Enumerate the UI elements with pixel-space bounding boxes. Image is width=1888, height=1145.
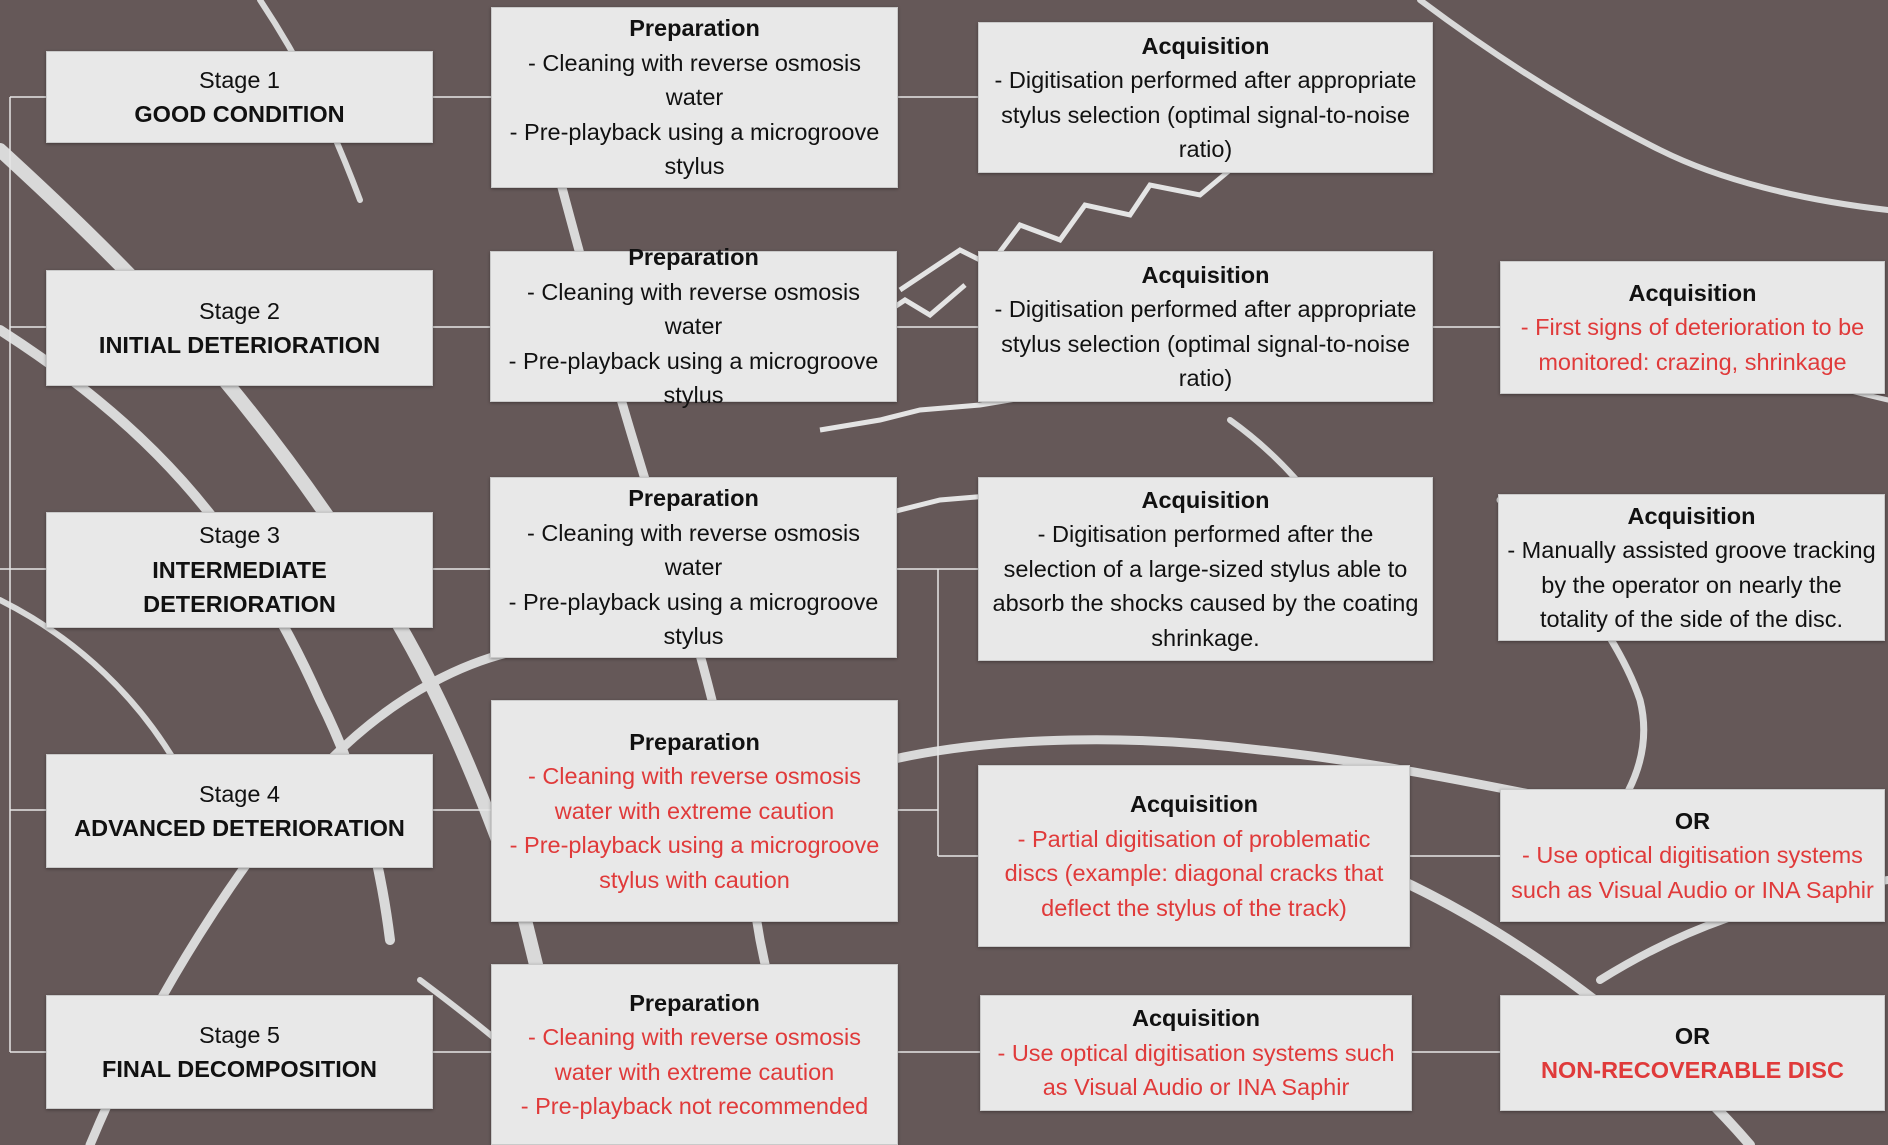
box-line: - Pre-playback using a microgroove (508, 347, 879, 374)
box-line: totality of the side of the disc. (1539, 606, 1844, 632)
box-line: - Cleaning with reverse osmosis water (527, 49, 862, 111)
box-line: - Use optical digitisation systems such (997, 1039, 1395, 1066)
box-title: Preparation (629, 15, 760, 42)
box-line: - Manually assisted groove tracking (1507, 537, 1876, 563)
preparation-box-stage-1: Preparation - Cleaning with reverse osmo… (491, 7, 898, 188)
box-line: stylus (663, 382, 724, 409)
extra-box-stage-2: Acquisition - First signs of deteriorati… (1500, 261, 1885, 394)
box-title: Acquisition (1141, 32, 1270, 59)
non-recoverable-label: NON-RECOVERABLE DISC (1541, 1057, 1844, 1083)
box-title: OR (1674, 807, 1711, 834)
preparation-box-stage-3: Preparation - Cleaning with reverse osmo… (490, 477, 897, 658)
preparation-box-stage-5: Preparation - Cleaning with reverse osmo… (491, 964, 898, 1145)
box-line: stylus (664, 153, 725, 180)
box-title: OR (1674, 1022, 1711, 1049)
box-line: - Digitisation performed after appropria… (994, 296, 1417, 322)
box-line: - Partial digitisation of problematic (1017, 825, 1371, 852)
stage-label: Stage 3 (198, 522, 280, 549)
stage-name: INITIAL DETERIORATION (98, 332, 381, 358)
acquisition-box-stage-3: Acquisition - Digitisation performed aft… (978, 477, 1433, 661)
box-line: stylus (663, 623, 724, 650)
box-line: such as Visual Audio or INA Saphir (1511, 876, 1874, 903)
box-line: ratio) (1178, 365, 1233, 391)
box-title: Preparation (628, 485, 759, 512)
stage-label: Stage 2 (198, 297, 280, 324)
extra-box-stage-4: OR - Use optical digitisation systems su… (1500, 789, 1885, 922)
extra-box-stage-5: OR NON-RECOVERABLE DISC (1500, 995, 1885, 1111)
box-title: Preparation (629, 989, 760, 1016)
box-line: ratio) (1178, 136, 1233, 162)
acquisition-box-stage-4: Acquisition - Partial digitisation of pr… (978, 765, 1410, 947)
box-line: water with extreme caution (554, 1058, 835, 1085)
box-line: - Cleaning with reverse osmosis water (526, 519, 861, 581)
box-title: Acquisition (1628, 279, 1757, 306)
box-title: Acquisition (1132, 1005, 1260, 1032)
box-title: Acquisition (1627, 502, 1756, 529)
box-line: - Use optical digitisation systems (1522, 842, 1863, 869)
box-title: Acquisition (1130, 791, 1258, 817)
stage-label: Stage 1 (198, 66, 280, 93)
box-line: - Pre-playback using a microgroove (508, 588, 879, 615)
box-line: discs (example: diagonal cracks that (1004, 860, 1384, 886)
stage-label: Stage 4 (198, 780, 280, 807)
box-line: - Cleaning with reverse osmosis water (526, 278, 861, 340)
stage-name: ADVANCED DETERIORATION (74, 815, 405, 841)
stage-4-box: Stage 4 ADVANCED DETERIORATION (46, 754, 433, 868)
box-line: stylus with caution (599, 866, 790, 893)
acquisition-box-stage-1: Acquisition - Digitisation performed aft… (978, 22, 1433, 173)
box-line: stylus selection (optimal signal-to-nois… (1001, 330, 1410, 357)
box-line: - First signs of deterioration to be (1520, 314, 1865, 341)
preparation-box-stage-2: Preparation - Cleaning with reverse osmo… (490, 244, 897, 408)
box-line: as Visual Audio or INA Saphir (1042, 1074, 1350, 1101)
box-line: - Pre-playback using a microgroove (509, 832, 880, 859)
acquisition-box-stage-2: Acquisition - Digitisation performed aft… (978, 251, 1433, 402)
stage-name: FINAL DECOMPOSITION (101, 1056, 378, 1082)
preparation-box-stage-4: Preparation - Cleaning with reverse osmo… (491, 700, 898, 922)
box-line: stylus selection (optimal signal-to-nois… (1001, 101, 1410, 128)
box-line: - Cleaning with reverse osmosis (527, 1024, 862, 1050)
stage-label: Stage 5 (198, 1021, 280, 1048)
stage-1-box: Stage 1 GOOD CONDITION (46, 51, 433, 143)
extra-box-stage-3: Acquisition - Manually assisted groove t… (1498, 494, 1885, 641)
box-title: Acquisition (1141, 486, 1270, 513)
box-title: Preparation (628, 244, 759, 271)
box-line: monitored: crazing, shrinkage (1538, 348, 1847, 375)
stage-name: INTERMEDIATE DETERIORATION (143, 556, 336, 618)
stage-2-box: Stage 2 INITIAL DETERIORATION (46, 270, 433, 386)
box-line: - Cleaning with reverse osmosis (527, 763, 862, 790)
box-line: - Digitisation performed after appropria… (994, 67, 1417, 93)
box-line: selection of a large-sized stylus able t… (1003, 555, 1408, 582)
acquisition-box-stage-5: Acquisition - Use optical digitisation s… (980, 995, 1412, 1111)
box-line: absorb the shocks caused by the coating (992, 590, 1419, 617)
box-line: deflect the stylus of the track) (1041, 894, 1347, 921)
box-line: by the operator on nearly the (1541, 571, 1842, 598)
box-line: shrinkage. (1151, 624, 1260, 651)
box-title: Preparation (629, 728, 760, 755)
box-line: - Digitisation performed after the (1037, 521, 1374, 548)
stage-5-box: Stage 5 FINAL DECOMPOSITION (46, 995, 433, 1109)
stage-3-box: Stage 3 INTERMEDIATE DETERIORATION (46, 512, 433, 628)
box-line: water with extreme caution (554, 797, 835, 824)
box-title: Acquisition (1141, 261, 1270, 288)
box-line: - Pre-playback not recommended (520, 1093, 869, 1119)
stage-name: GOOD CONDITION (134, 101, 345, 127)
box-line: - Pre-playback using a microgroove (509, 118, 880, 145)
